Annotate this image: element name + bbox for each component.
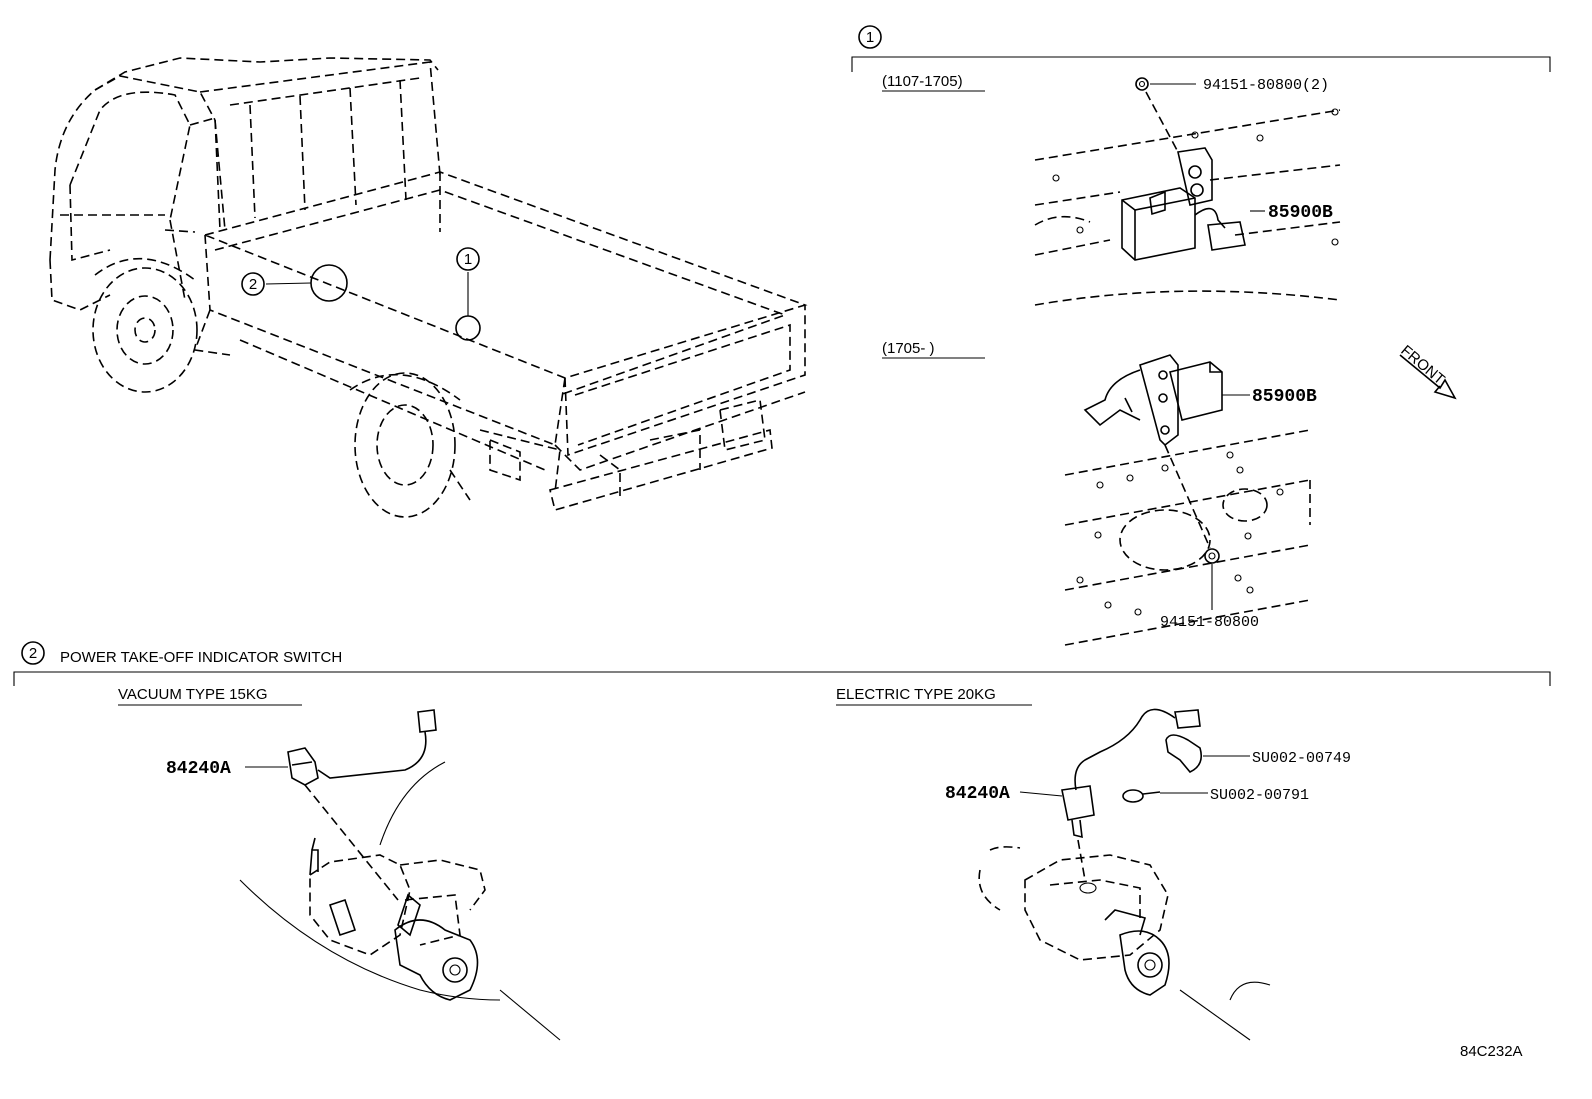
section-1-panel: 1 (1107-1705) [851, 25, 1551, 646]
front-direction-arrow: FRONT [1397, 342, 1457, 400]
truck-callout-marker-1 [456, 247, 480, 271]
part-84240A-vacuum-label: 84240A [166, 759, 231, 779]
front-direction-text: FRONT [1397, 342, 1448, 388]
part-SU002-00749-label: SU002-00749 [1252, 750, 1351, 767]
variant-b-date-range: (1705- ) [882, 340, 935, 357]
section-2-marker [21, 641, 45, 665]
truck-callout-marker-2 [241, 272, 265, 296]
electric-type-label: ELECTRIC TYPE 20KG [836, 686, 996, 703]
section-1-marker [858, 25, 882, 49]
truck-callout-marker-1-text: 1 [464, 251, 472, 268]
part-94151-80800-2-label: 94151-80800(2) [1203, 77, 1329, 94]
variant-a-illustration [1034, 77, 1341, 306]
truck-illustration: 2 1 [49, 57, 808, 518]
variant-a-date-range: (1107-1705) [882, 73, 963, 90]
section-1-marker-text: 1 [866, 29, 874, 46]
part-85900B-label-b: 85900B [1252, 387, 1317, 407]
vacuum-switch-illustration [239, 709, 561, 1041]
variant-b-illustration [1064, 354, 1311, 646]
part-85900B-label-a: 85900B [1268, 203, 1333, 223]
section-2-panel: 2 POWER TAKE-OFF INDICATOR SWITCH VACUUM… [13, 641, 1551, 1041]
electric-switch-illustration [978, 708, 1271, 1041]
callout-location-2 [310, 264, 348, 302]
section-2-title: POWER TAKE-OFF INDICATOR SWITCH [60, 649, 342, 666]
section-2-marker-text: 2 [29, 645, 37, 662]
drawing-id: 84C232A [1460, 1043, 1523, 1060]
part-SU002-00791-label: SU002-00791 [1210, 787, 1309, 804]
part-84240A-electric-label: 84240A [945, 784, 1010, 804]
part-94151-80800-label: 94151-80800 [1160, 614, 1259, 631]
vacuum-type-label: VACUUM TYPE 15KG [118, 686, 268, 703]
truck-callout-marker-2-text: 2 [249, 276, 257, 293]
callout-location-1 [455, 315, 481, 341]
